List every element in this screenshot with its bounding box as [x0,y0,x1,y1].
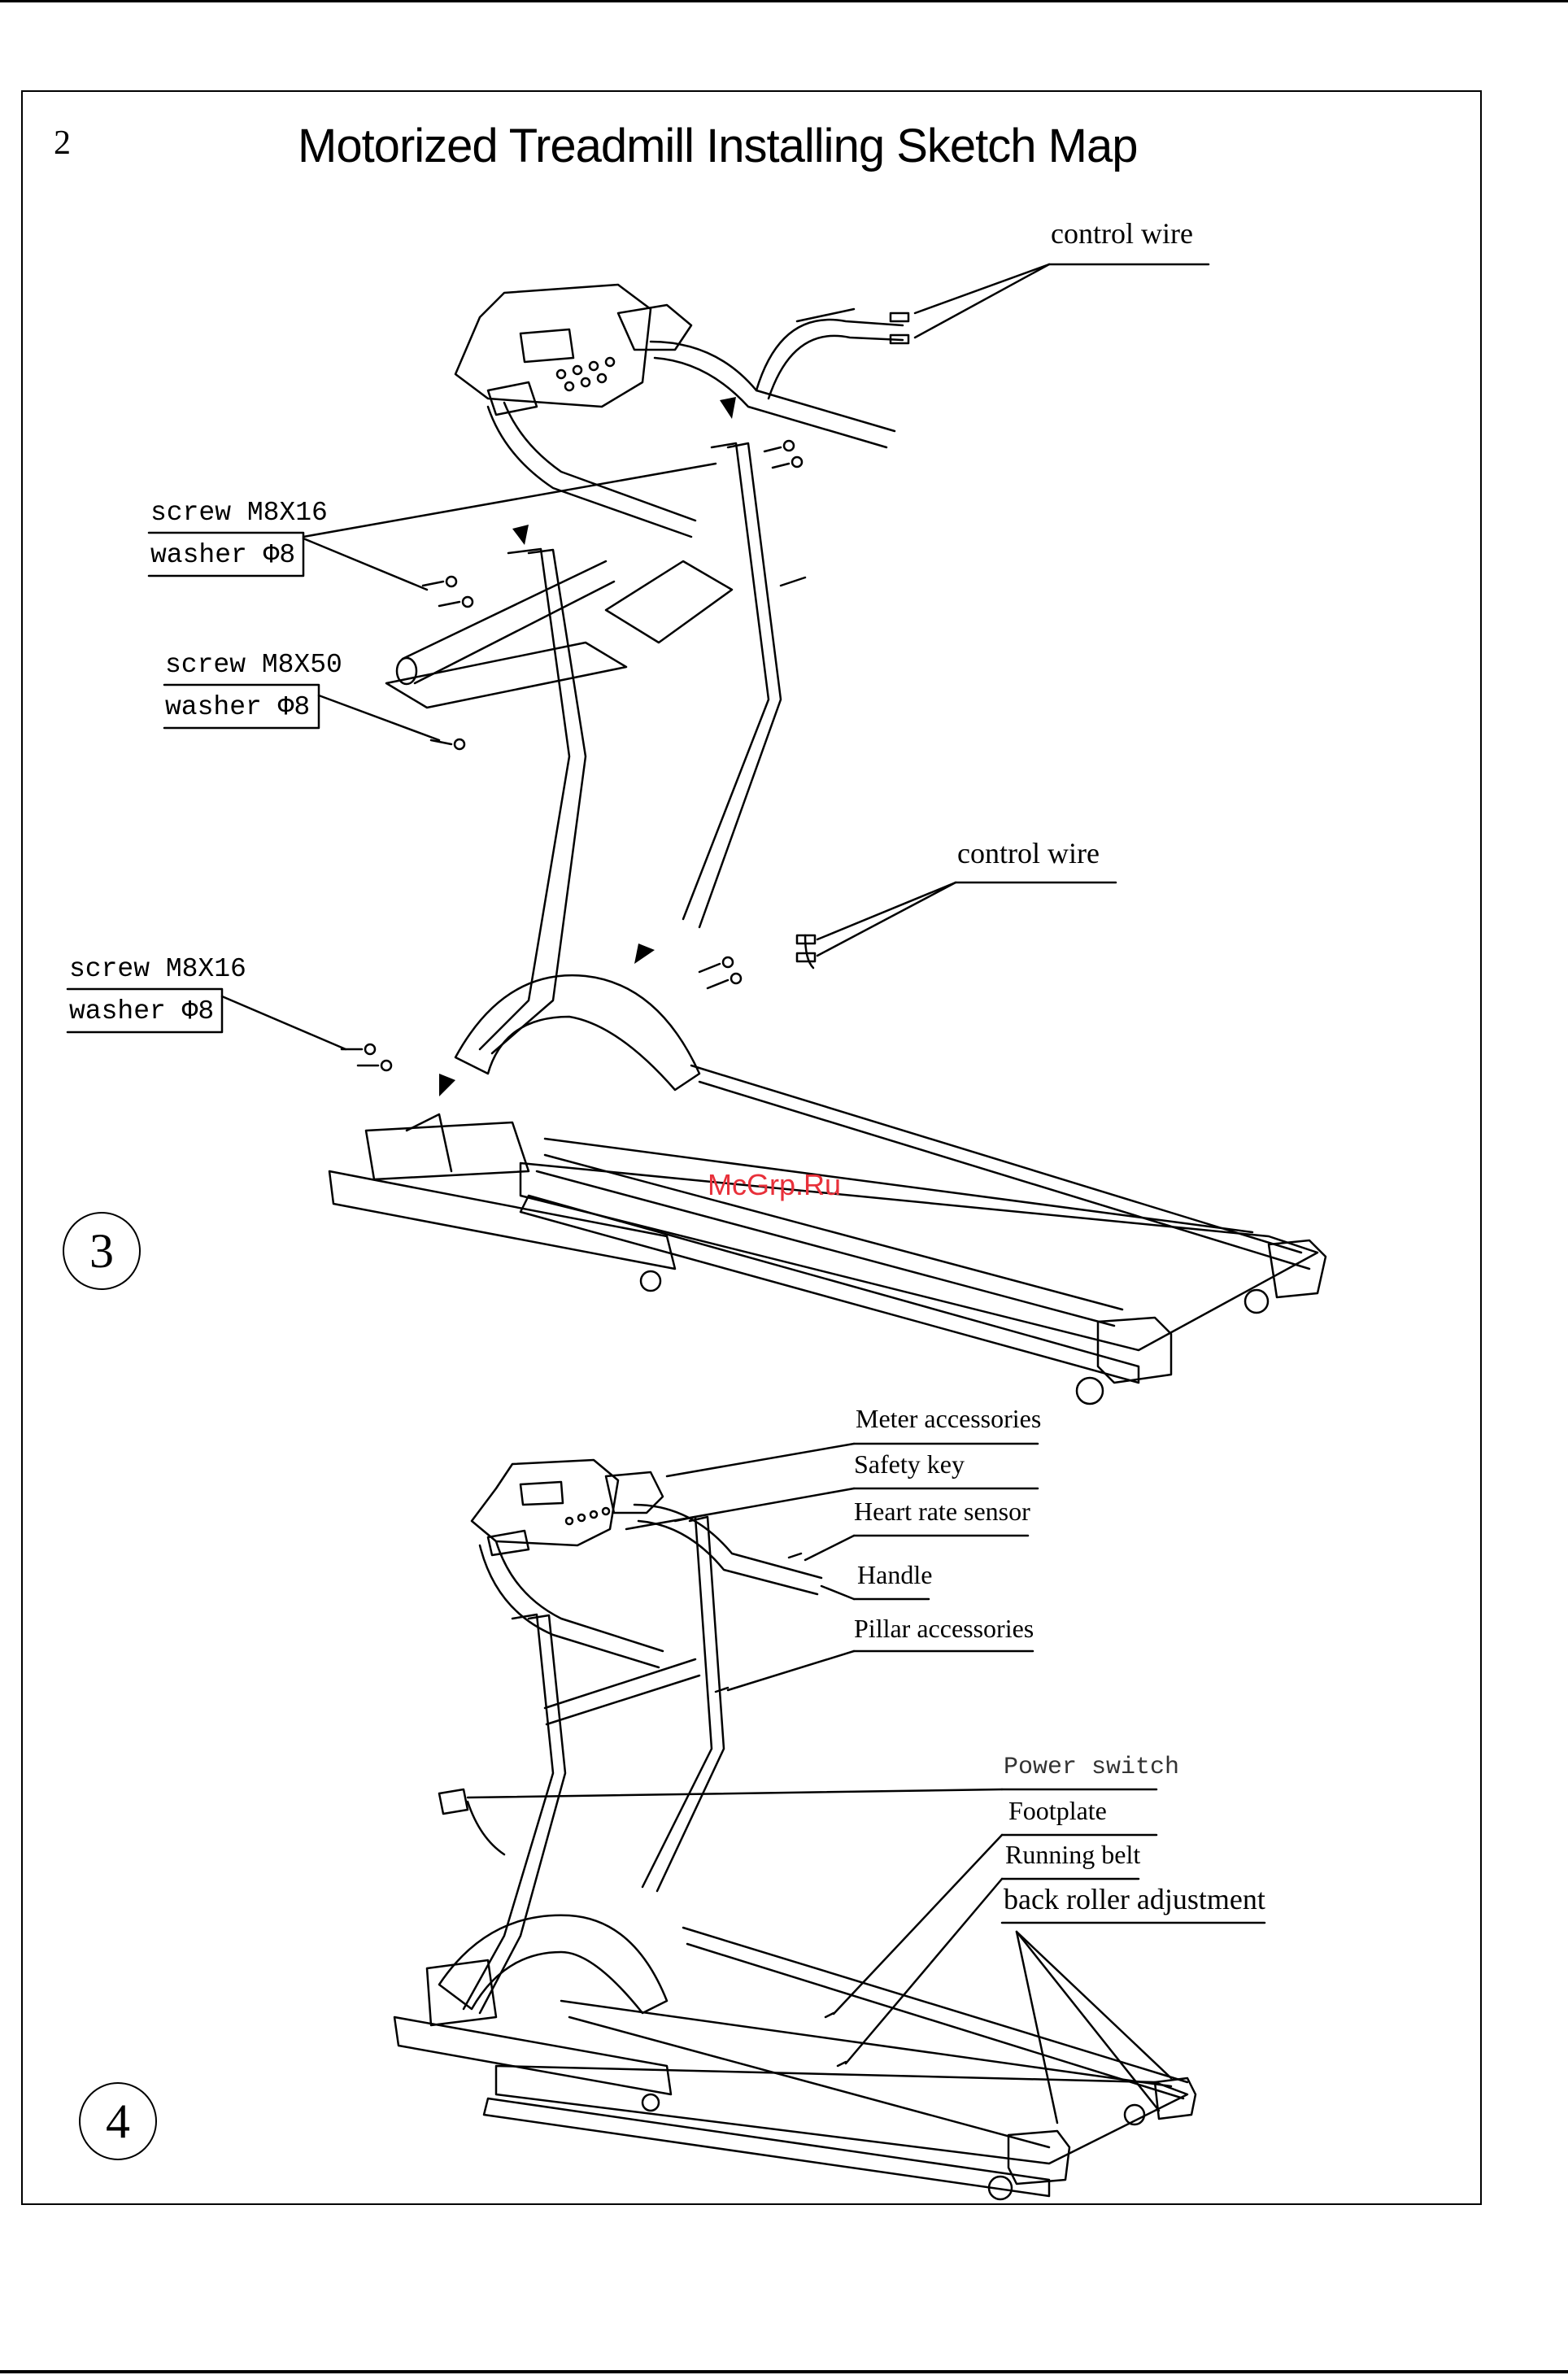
step4-treadmill-drawing [394,1460,1196,2199]
step-4-badge: 4 [79,2082,157,2160]
label-power-switch: Power switch [1004,1754,1179,1781]
label-control-wire-top: control wire [1051,216,1193,251]
label-heart-rate-sensor: Heart rate sensor [854,1497,1030,1527]
label-control-wire-middle: control wire [957,836,1100,870]
label-footplate: Footplate [1008,1796,1107,1826]
label-back-roller-adjustment: back roller adjustment [1004,1882,1265,1916]
label-washer-lower: washer Φ8 [69,996,214,1026]
label-handle: Handle [857,1560,932,1590]
label-safety-key: Safety key [854,1449,965,1479]
label-screw-m8x50: screw M8X50 [165,650,342,680]
arrowheads [439,397,736,1096]
step-3-badge: 3 [63,1212,141,1290]
bottom-rule [0,2370,1568,2373]
step3-treadmill-drawing [329,285,1326,1404]
label-running-belt: Running belt [1005,1840,1140,1870]
label-pillar-accessories: Pillar accessories [854,1614,1034,1644]
label-screw-m8x16-lower: screw M8X16 [69,954,246,984]
label-screw-m8x16-upper: screw M8X16 [150,498,328,528]
label-washer-upper: washer Φ8 [150,540,295,570]
label-washer-middle: washer Φ8 [165,692,310,722]
label-meter-accessories: Meter accessories [856,1404,1041,1434]
watermark: McGrp.Ru [708,1168,841,1202]
